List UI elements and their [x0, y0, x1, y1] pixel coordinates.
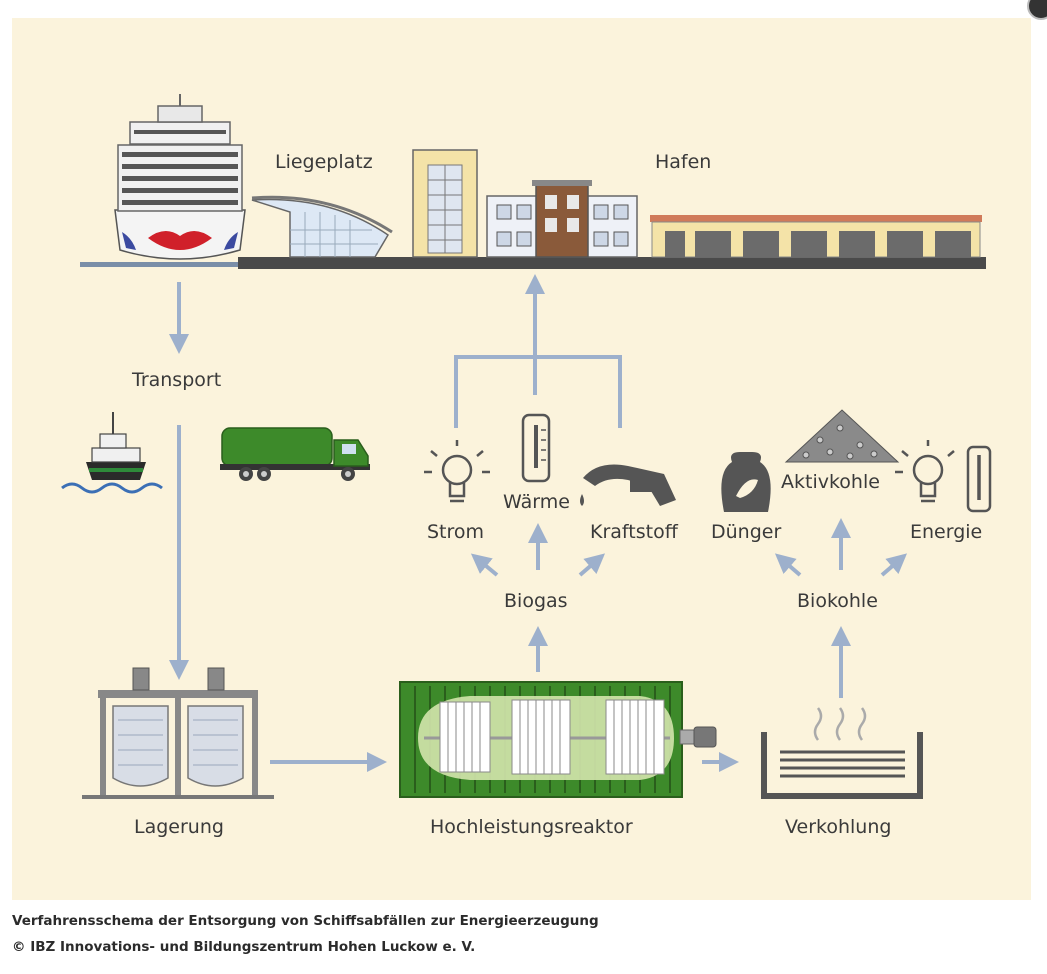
- thermometer-icon-energie: [966, 445, 992, 513]
- label-verkohlung: Verkohlung: [785, 816, 891, 838]
- thermometer-icon-waerme: [521, 413, 551, 483]
- reactor-container-icon: [399, 681, 717, 798]
- label-biokohle: Biokohle: [797, 590, 878, 612]
- caption-credit: © IBZ Innovations- und Bildungszentrum H…: [12, 939, 476, 955]
- bracket-products-to-harbor: [454, 355, 622, 428]
- label-transport: Transport: [131, 369, 221, 391]
- arrow-biokohle-to-duenger: [774, 553, 802, 577]
- corner-close-icon[interactable]: [1027, 0, 1047, 20]
- caption-title: Verfahrensschema der Entsorgung von Schi…: [12, 913, 599, 929]
- process-diagram: Liegeplatz Hafen: [12, 18, 1031, 900]
- fertilizer-bag-icon-duenger: [721, 452, 771, 512]
- light-bulb-icon-strom: [424, 440, 490, 503]
- transport-boat-icon: [61, 412, 163, 494]
- label-aktivkohle: Aktivkohle: [781, 471, 880, 493]
- label-strom: Strom: [427, 521, 484, 543]
- arrow-biogas-to-kraftstoff: [578, 553, 606, 577]
- arrow-biogas-to-strom: [470, 553, 499, 577]
- terminal-building-icon: [251, 195, 393, 258]
- label-kraftstoff: Kraftstoff: [590, 521, 679, 543]
- tower-building-icon: [412, 149, 478, 258]
- arrow-biokohle-to-energie: [880, 553, 908, 577]
- label-energie: Energie: [910, 521, 982, 543]
- fuel-nozzle-icon-kraftstoff: [580, 464, 676, 506]
- office-building-icon: [486, 180, 638, 258]
- quay-ground: [238, 257, 986, 269]
- light-bulb-icon-energie: [895, 440, 955, 503]
- label-biogas: Biogas: [504, 590, 568, 612]
- activated-carbon-pile-icon: [784, 409, 900, 463]
- pier-line: [80, 262, 240, 267]
- storage-tanks-icon: [82, 667, 274, 799]
- tanker-truck-icon: [220, 427, 370, 481]
- label-reaktor: Hochleistungsreaktor: [430, 816, 633, 838]
- label-liegeplatz: Liegeplatz: [275, 151, 373, 173]
- warehouse-icon: [650, 215, 982, 258]
- carbonization-oven-icon: [761, 707, 923, 799]
- label-hafen: Hafen: [655, 151, 711, 173]
- label-duenger: Dünger: [711, 521, 781, 543]
- cruise-ship-icon: [114, 94, 246, 260]
- label-waerme: Wärme: [503, 491, 570, 513]
- label-lagerung: Lagerung: [134, 816, 224, 838]
